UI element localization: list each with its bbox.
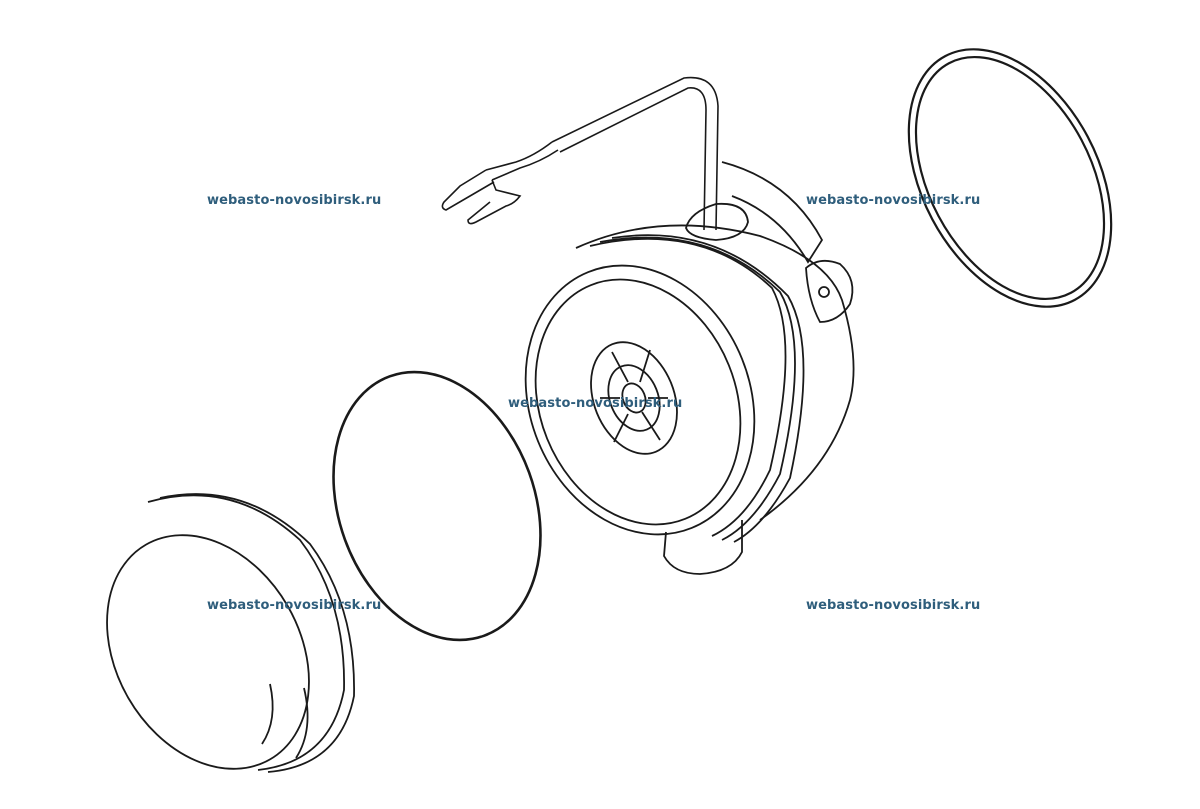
watermark-label: webasto-novosibirsk.ru [806, 598, 981, 613]
watermark-label: webasto-novosibirsk.ru [207, 193, 382, 208]
watermark-label: webasto-novosibirsk.ru [508, 396, 683, 411]
blower-motor-housing [524, 161, 855, 575]
inner-o-ring [332, 370, 542, 642]
end-cover-cap [106, 493, 355, 773]
wiring-harness [441, 76, 719, 231]
outer-seal-ring [907, 48, 1113, 308]
watermark-label: webasto-novosibirsk.ru [806, 193, 981, 208]
watermark-label: webasto-novosibirsk.ru [207, 598, 382, 613]
